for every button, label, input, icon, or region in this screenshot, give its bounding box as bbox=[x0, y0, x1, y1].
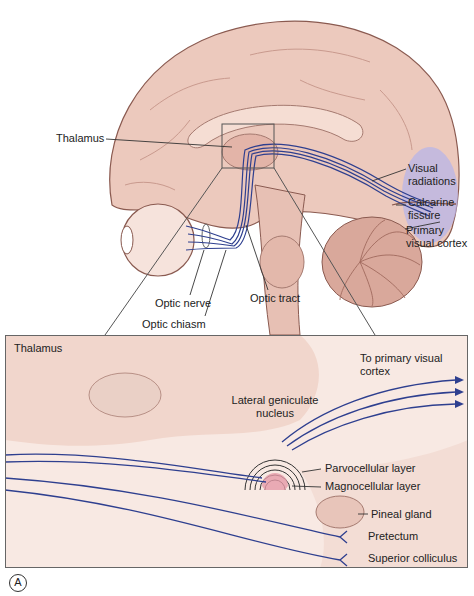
structure-label: Optic tract bbox=[250, 292, 300, 305]
panel-letter: A bbox=[14, 576, 21, 589]
pathway-label: To primary visual cortex bbox=[360, 352, 450, 378]
layer-label: Parvocellular layer bbox=[325, 462, 415, 475]
region-heading: Thalamus bbox=[14, 342, 62, 355]
structure-label: Pretectum bbox=[368, 530, 418, 543]
structure-label: Thalamus bbox=[56, 132, 104, 145]
pathway-label: Visual radiations bbox=[408, 162, 470, 188]
structure-label: Calcarine fissure bbox=[408, 196, 470, 222]
figure-letter: A bbox=[9, 574, 27, 592]
structure-label: Optic nerve bbox=[155, 297, 211, 310]
structure-label: Superior colliculus bbox=[368, 552, 457, 565]
layer-label: Magnocellular layer bbox=[325, 480, 420, 493]
structure-label: Pineal gland bbox=[371, 508, 432, 521]
structure-label: Lateral geniculate nucleus bbox=[225, 394, 325, 420]
structure-label: Primary visual cortex bbox=[406, 224, 470, 250]
inset-panel: Thalamus bbox=[5, 335, 468, 568]
structure-label: Optic chiasm bbox=[142, 318, 206, 331]
